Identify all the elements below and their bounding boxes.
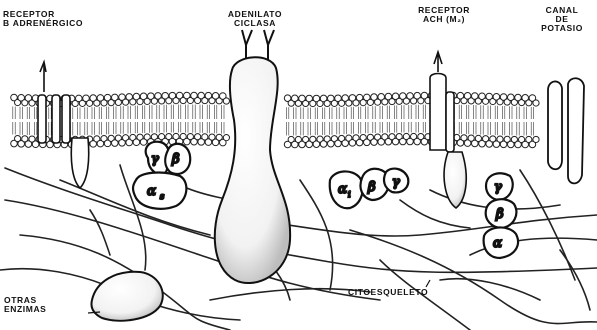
right-gamma-symbol: γ <box>494 180 502 195</box>
lipid-head <box>223 135 229 141</box>
gs-beta-symbol: β <box>171 152 180 167</box>
gi-alpha-symbol: α <box>338 182 347 197</box>
gs-alpha-symbol: α <box>147 184 156 199</box>
gs-protein-complex: γ β α s <box>133 142 190 209</box>
potassium-channel-label-line3: POTASIO <box>532 24 592 33</box>
gs-gamma-symbol: γ <box>151 152 159 167</box>
cytoskeleton-label: CITOESQUELETO <box>348 288 428 297</box>
gi-beta-symbol: β <box>367 180 376 195</box>
lipid-head <box>533 136 539 142</box>
other-enzymes-label: OTRAS ENZIMAS <box>4 296 46 314</box>
adenylate-cyclase-label: ADENILATO CICLASA <box>220 10 290 28</box>
right-beta-symbol: β <box>495 207 504 222</box>
other-enzymes-label-line2: ENZIMAS <box>4 305 46 314</box>
gs-alpha-subscript: s <box>160 192 164 201</box>
inner-leaflet-heads <box>11 133 539 147</box>
lipid-head <box>533 100 539 106</box>
gs-alpha-subunit <box>133 173 186 209</box>
ach-m2-receptor <box>430 52 466 208</box>
right-alpha-symbol: α <box>493 236 502 251</box>
other-enzymes-blob <box>91 272 162 321</box>
potassium-channel <box>548 78 584 183</box>
ach-receptor-label-line2: Ach (M₂) <box>408 15 480 24</box>
beta-receptor-label: RECEPTOR β ADRENÉRGICO <box>3 10 83 28</box>
adenylate-cyclase-label-line2: CICLASA <box>220 19 290 28</box>
lipid-head <box>223 98 229 104</box>
right-protein-complex: γ β α <box>484 173 518 258</box>
gi-protein-complex: α i β γ <box>330 169 409 209</box>
gi-gamma-symbol: γ <box>392 175 400 190</box>
beta-receptor-label-line2: β ADRENÉRGICO <box>3 19 83 28</box>
potassium-channel-label: CANAL DE POTASIO <box>532 6 592 33</box>
ach-receptor-label: RECEPTOR Ach (M₂) <box>408 6 480 24</box>
beta-adrenergic-receptor <box>38 62 89 188</box>
adenylate-cyclase <box>215 30 290 283</box>
gi-alpha-subscript: i <box>348 190 351 199</box>
